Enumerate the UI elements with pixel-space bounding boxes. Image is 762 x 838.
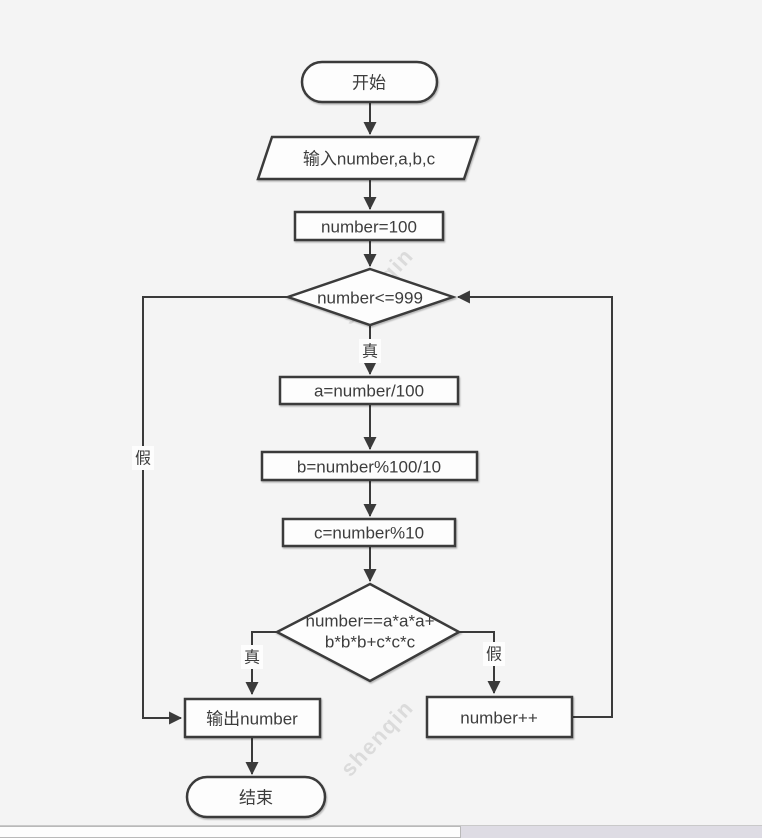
node-end: 结束 [185,775,327,819]
loop-false-label-bg [132,446,154,470]
check-label-line2: b*b*b+c*c*c [325,633,416,652]
increment-label: number++ [460,709,538,728]
edge-check-true [245,631,277,696]
loop-false-label: 假 [135,450,151,468]
check-false-label: 假 [486,646,502,664]
input-label: 输入number,a,b,c [303,150,436,169]
check-true-label-bg [241,645,263,669]
node-calc-a: a=number/100 [278,375,460,406]
edge-label-layer: 真 假 真 假 [132,339,505,669]
output-process-shape [183,697,322,739]
node-init: number=100 [293,210,445,242]
edge-label-check-true: 真 [241,645,263,669]
start-label: 开始 [352,74,386,93]
node-start: 开始 [300,60,439,104]
check-decision-shape [274,582,462,683]
calc-a-process-shape [278,375,460,406]
horizontal-scrollbar[interactable] [0,825,762,838]
calc-b-process-shape [260,450,479,482]
edge-loopcond-false [142,296,288,725]
node-calc-c: c=number%10 [281,517,457,548]
calc-b-label: b=number%100/10 [297,458,441,477]
end-terminator-shape [185,775,327,819]
check-false-label-bg [483,642,505,666]
loop-true-label: 真 [362,343,378,361]
loop-condition-decision-shape [284,267,457,327]
input-io-shape [256,135,480,181]
calc-c-process-shape [281,517,457,548]
init-process-shape [293,210,445,242]
edge-layer [142,102,613,776]
node-calc-b: b=number%100/10 [260,450,479,482]
init-label: number=100 [321,218,417,237]
loop-true-label-bg [359,339,381,363]
edge-increment-loopback [456,290,613,718]
node-loop-condition: number<=999 [284,267,457,327]
node-output: 输出number [183,697,322,739]
edge-label-loop-false: 假 [132,446,154,470]
increment-process-shape [425,695,574,739]
edge-label-check-false: 假 [483,642,505,666]
calc-a-label: a=number/100 [314,382,424,401]
check-true-label: 真 [244,649,260,667]
scrollbar-thumb[interactable] [0,826,461,838]
node-increment: number++ [425,695,574,739]
output-label: 输出number [206,710,298,729]
loop-condition-label: number<=999 [317,289,423,308]
check-label-line1: number==a*a*a+ [305,612,434,631]
end-label: 结束 [239,789,273,808]
edge-check-false [459,631,501,695]
node-layer: 开始 输入number,a,b,c number=100 number<=999… [183,60,574,819]
node-input: 输入number,a,b,c [256,135,480,181]
node-check: number==a*a*a+ b*b*b+c*c*c [274,582,462,683]
calc-c-label: c=number%10 [314,524,424,543]
edge-label-loop-true: 真 [359,339,381,363]
start-terminator-shape [300,60,439,104]
